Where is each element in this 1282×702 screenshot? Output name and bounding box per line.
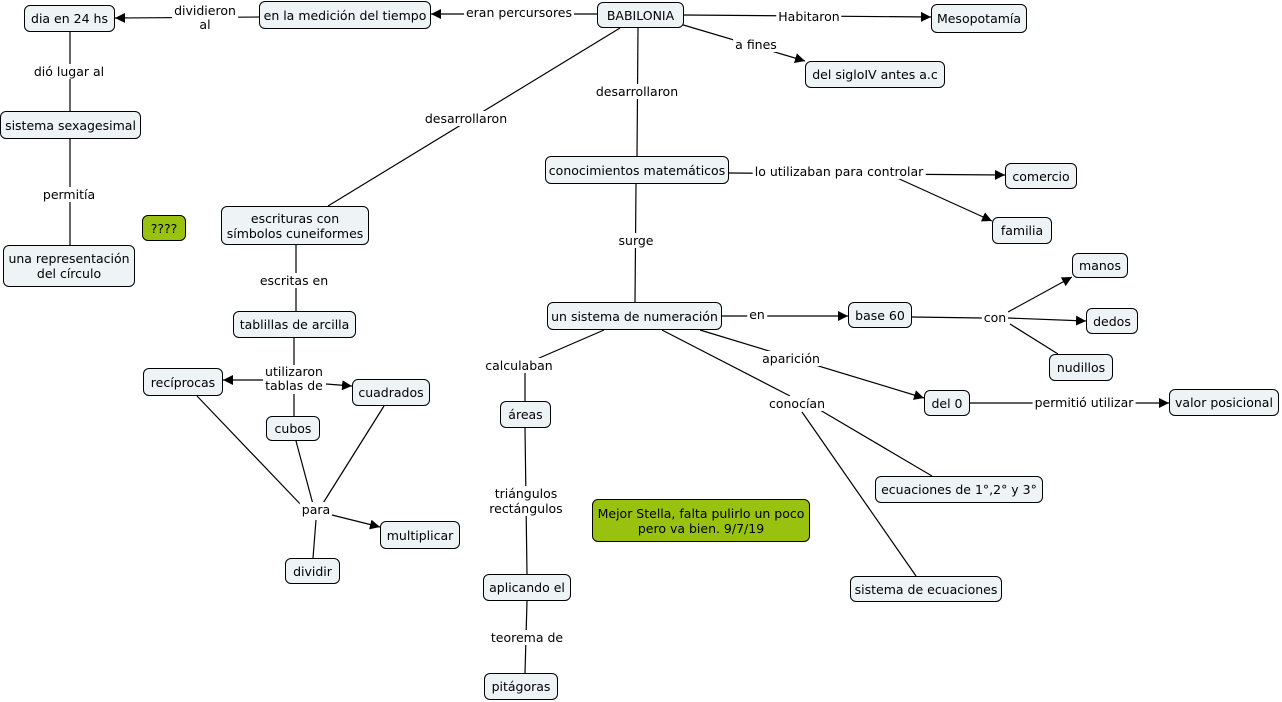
label-escritas-en: escritas en [257,273,331,288]
node-medicion[interactable]: en la medición del tiempo [259,1,431,29]
node-pitagoras[interactable]: pitágoras [484,673,558,700]
label-surge: surge [616,233,656,248]
link-cubos-para [295,440,315,509]
node-familia[interactable]: familia [992,217,1052,244]
label-conocian: conocían [766,396,828,411]
label-utilizaron: utilizaron tablas de [263,364,325,393]
label-para: para [299,502,333,517]
link-con-manos [1007,276,1073,313]
label-dividieron: dividieron al [172,3,238,32]
node-siglo[interactable]: del sigloIV antes a.c [805,61,945,88]
node-dividir[interactable]: dividir [285,558,340,584]
label-triangulos: triángulos rectángulos [487,486,565,516]
label-lo-utilizaban: lo utilizaban para controlar [752,164,926,179]
node-circulo[interactable]: una representación del círculo [3,245,135,287]
node-aplicando[interactable]: aplicando el [483,574,571,601]
link-numeracion-conocian [661,329,791,397]
node-multiplicar[interactable]: multiplicar [380,521,460,549]
link-base60-con [911,316,983,319]
node-numeracion[interactable]: un sistema de numeración [547,302,722,330]
link-reciprocas-para [196,395,305,509]
link-con-dedos [1007,315,1087,326]
link-numeracion-calculaban [529,329,605,363]
label-aparicion: aparición [760,351,822,366]
node-manos[interactable]: manos [1072,253,1128,278]
node-nota[interactable]: Mejor Stella, falta pulirlo un poco pero… [592,499,810,542]
node-del0[interactable]: del 0 [924,390,970,416]
label-desarrollaron-izq: desarrollaron [422,111,510,126]
label-permitia: permitía [40,187,98,202]
node-cubos[interactable]: cubos [266,416,320,441]
link-para-multiplicar [331,514,381,530]
label-permitio: permitió utilizar [1032,395,1136,410]
label-desarrollaron-centro: desarrollaron [593,84,681,99]
node-reciprocas[interactable]: recíprocas [143,368,223,396]
node-sistema-ecuaciones[interactable]: sistema de ecuaciones [850,576,1002,602]
node-dia24[interactable]: dia en 24 hs [24,5,115,32]
node-cuadrados[interactable]: cuadrados [352,379,430,406]
node-comercio[interactable]: comercio [1005,163,1077,189]
label-dio-lugar: dió lugar al [31,64,107,79]
node-babilonia[interactable]: BABILONIA [597,2,684,28]
node-tablillas[interactable]: tablillas de arcilla [233,311,356,338]
node-escrituras[interactable]: escrituras con símbolos cuneiformes [221,206,369,245]
node-nudillos[interactable]: nudillos [1049,354,1113,381]
link-utilizaron-cuadrados [325,380,353,391]
node-areas[interactable]: áreas [500,401,551,428]
link-conocimientos-familia [894,176,993,222]
node-interrogacion[interactable]: ???? [142,215,186,241]
label-eran-percursores: eran percursores [463,5,575,20]
node-conocimientos[interactable]: conocimientos matemáticos [545,156,729,184]
link-conocian-ecuaciones [819,409,933,477]
node-mesopotamia[interactable]: Mesopotamía [931,4,1027,33]
node-base60[interactable]: base 60 [848,302,912,328]
link-con-nudillos [1009,323,1059,355]
node-sexagesimal[interactable]: sistema sexagesimal [0,111,141,139]
label-con: con [981,310,1009,325]
link-cuadrados-para [319,405,385,509]
label-a-fines: a fines [733,37,779,52]
node-valor[interactable]: valor posicional [1169,389,1279,416]
node-dedos[interactable]: dedos [1086,308,1138,334]
label-en: en [747,307,767,322]
label-calculaban: calculaban [483,358,555,373]
label-teorema: teorema de [488,630,566,645]
link-para-dividir [312,519,317,559]
label-habitaron: Habitaron [776,9,842,24]
link-conocian-sistema [801,411,917,577]
node-ecuaciones[interactable]: ecuaciones de 1°,2° y 3° [875,476,1043,503]
